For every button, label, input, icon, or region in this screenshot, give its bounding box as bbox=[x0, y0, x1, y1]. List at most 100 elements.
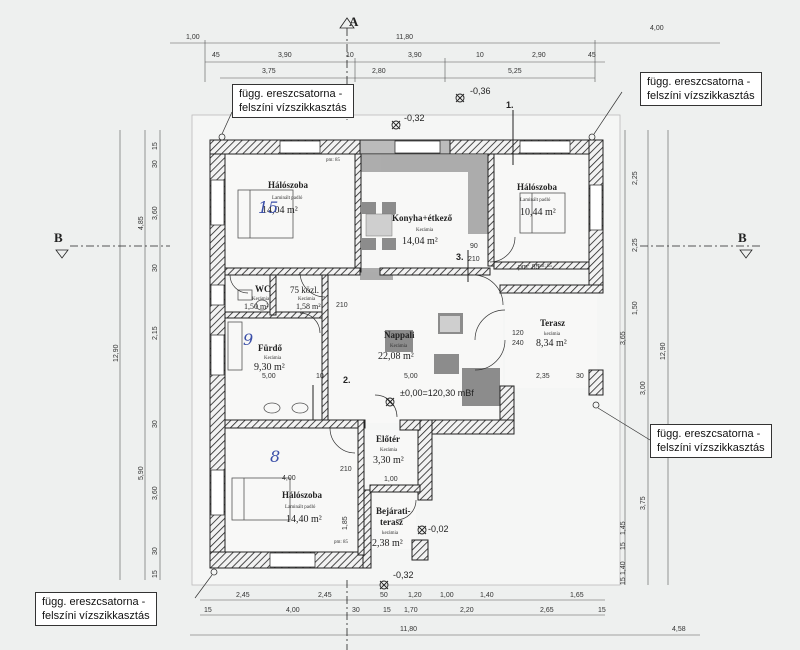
room-area-bedroom-nw: 14,04 m² bbox=[262, 205, 298, 216]
dim-left-30-a: 30 bbox=[152, 160, 159, 168]
callout-line: felszíni vízszikkasztás bbox=[42, 610, 150, 622]
callout-leaders bbox=[194, 91, 651, 599]
section-b-right-label: B bbox=[738, 230, 747, 245]
dim-left-3-60-b: 3,60 bbox=[152, 486, 159, 500]
room-floor-terrace: kerámia bbox=[544, 332, 561, 337]
dim-left-3-60-a: 3,60 bbox=[152, 206, 159, 220]
dim-top-3-75: 3,75 bbox=[262, 68, 276, 75]
room-name-wc: WC bbox=[255, 284, 271, 294]
room-note-bedroom-ne: pm: 85 bbox=[538, 264, 553, 269]
handwritten-note-8: 8 bbox=[270, 447, 281, 466]
handwritten-note-15: 15 bbox=[258, 198, 279, 217]
dim-inner-1-85: 1,85 bbox=[342, 516, 349, 530]
dim-inner-pm85: pm: 85 bbox=[518, 264, 540, 271]
dim-bottom-2-45-b: 2,45 bbox=[318, 592, 332, 599]
dim-right-1-50: 1,50 bbox=[632, 301, 639, 315]
room-area-wc: 1,50 m² bbox=[244, 302, 269, 311]
room-name-bedroom-ne: Hálószoba bbox=[517, 182, 558, 192]
section-line-b bbox=[55, 245, 760, 259]
dim-inner-5-00-left: 5,00 bbox=[262, 373, 276, 380]
dim-top-45-right: 45 bbox=[588, 52, 596, 59]
section-mark-1: 1. bbox=[506, 100, 514, 110]
dim-right-15-b: 15 bbox=[620, 577, 627, 585]
room-area-entry-terrace: 2,38 m² bbox=[372, 538, 403, 549]
dim-bottom-1-70: 1,70 bbox=[404, 607, 418, 614]
dim-bottom-4-58: 4,58 bbox=[672, 626, 686, 633]
callout-gutter-bottom-left: függ. ereszcsatorna - felszíni vízszikka… bbox=[35, 592, 157, 626]
room-area-bedroom-sw: 14,40 m² bbox=[286, 514, 322, 525]
dim-left-2-15: 2,15 bbox=[152, 326, 159, 340]
dim-right-12-90: 12,90 bbox=[660, 342, 667, 360]
dim-right-15-a: 15 bbox=[620, 542, 627, 550]
room-name-entry-terrace-1: Bejárati- bbox=[376, 506, 411, 516]
dim-top-3-90-b: 3,90 bbox=[408, 52, 422, 59]
room-name-bedroom-sw: Hálószoba bbox=[282, 490, 323, 500]
dim-top-5-25: 5,25 bbox=[508, 68, 522, 75]
dim-bottom-30: 30 bbox=[352, 607, 360, 614]
room-floor-bedroom-nw: Laminált padló bbox=[272, 196, 303, 201]
room-area-kitchen: 14,04 m² bbox=[402, 236, 438, 247]
dim-bottom-1-00: 1,00 bbox=[440, 592, 454, 599]
dim-bottom-1-65: 1,65 bbox=[570, 592, 584, 599]
dim-right-2-25-b: 2,25 bbox=[632, 238, 639, 252]
room-floor-entry-terrace: kerámia bbox=[382, 531, 399, 536]
windows bbox=[210, 140, 603, 568]
dim-inner-210-b: 210 bbox=[468, 256, 480, 263]
level-symbols bbox=[379, 93, 465, 590]
room-name-entry-hall: Előtér bbox=[376, 434, 400, 444]
room-floor-kitchen: Kerámia bbox=[416, 228, 434, 233]
dim-top-1-00: 1,00 bbox=[186, 34, 200, 41]
dim-bottom-1-20: 1,20 bbox=[408, 592, 422, 599]
bathroom-fixtures bbox=[227, 289, 309, 414]
dim-bottom-2-65: 2,65 bbox=[540, 607, 554, 614]
section-a-label: A bbox=[349, 14, 359, 29]
dim-top-4-00: 4,00 bbox=[650, 25, 664, 32]
beds bbox=[231, 189, 566, 521]
dim-left-30-b: 30 bbox=[152, 264, 159, 272]
dim-right-3-65: 3,65 bbox=[620, 331, 627, 345]
room-name-bedroom-nw: Hálószoba bbox=[268, 180, 309, 190]
section-mark-2: 2. bbox=[343, 375, 351, 385]
room-floor-wc: Kerámia bbox=[252, 297, 270, 302]
dim-bottom-15-left: 15 bbox=[204, 607, 212, 614]
dim-inner-90: 90 bbox=[470, 243, 478, 250]
callout-gutter-top-left: függ. ereszcsatorna - felszíni vízszikka… bbox=[232, 84, 354, 118]
callout-line: függ. ereszcsatorna - bbox=[657, 428, 761, 440]
dim-left-30-d: 30 bbox=[152, 547, 159, 555]
dim-bottom-1-40: 1,40 bbox=[480, 592, 494, 599]
callout-line: függ. ereszcsatorna - bbox=[647, 76, 751, 88]
room-name-living: Nappali bbox=[384, 330, 415, 340]
bottom-dimension-lines bbox=[190, 599, 700, 636]
room-area-bathroom: 9,30 m² bbox=[254, 362, 285, 373]
dim-left-15-bottom: 15 bbox=[152, 570, 159, 578]
right-dimension-lines bbox=[624, 130, 669, 585]
room-floor-bedroom-ne: Laminált padló bbox=[520, 198, 551, 203]
dim-left-30-c: 30 bbox=[152, 420, 159, 428]
dim-inner-10: 10 bbox=[316, 373, 324, 380]
dim-left-15-top: 15 bbox=[152, 142, 159, 150]
dim-right-3-00: 3,00 bbox=[640, 381, 647, 395]
kitchen-counter bbox=[358, 155, 488, 280]
level-top-minus032: -0,32 bbox=[404, 113, 425, 123]
dim-right-1-45: 1,45 bbox=[620, 521, 627, 535]
dim-top-10-b: 10 bbox=[476, 52, 484, 59]
room-area-terrace: 8,34 m² bbox=[536, 338, 567, 349]
level-bottom-minus032: -0,32 bbox=[393, 570, 414, 580]
section-mark-3: 3. bbox=[456, 252, 464, 262]
dim-bottom-15-mid: 15 bbox=[383, 607, 391, 614]
dim-top-10-a: 10 bbox=[346, 52, 354, 59]
room-floor-entry-hall: Kerámia bbox=[380, 448, 398, 453]
room-floor-bathroom: Kerámia bbox=[264, 356, 282, 361]
dim-bottom-2-45-a: 2,45 bbox=[236, 592, 250, 599]
section-b-left-label: B bbox=[54, 230, 63, 245]
dim-top-11-80: 11,80 bbox=[396, 34, 413, 41]
level-minus036: -0,36 bbox=[470, 86, 491, 96]
room-name-terrace: Terasz bbox=[540, 318, 566, 328]
dim-inner-120: 120 bbox=[512, 330, 524, 337]
callout-gutter-bottom-right: függ. ereszcsatorna - felszíni vízszikka… bbox=[650, 424, 772, 458]
dim-inner-4-00: 4,00 bbox=[282, 475, 296, 482]
room-floor-corridor: Kerámia bbox=[298, 297, 316, 302]
room-note-bedroom-sw: pm: 85 bbox=[334, 540, 349, 545]
callout-line: függ. ereszcsatorna - bbox=[42, 596, 146, 608]
